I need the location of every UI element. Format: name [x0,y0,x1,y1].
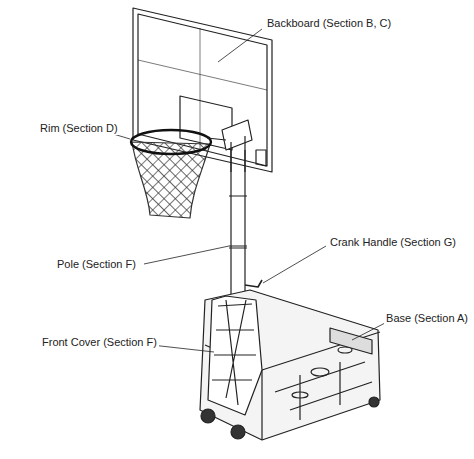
part-label: Backboard (Section B, C) [265,17,393,30]
crank-handle [245,280,262,287]
leader-line [218,29,262,62]
part-label: Base (Section A) [384,312,470,325]
pole [231,150,245,300]
part-label: Front Cover (Section F) [40,336,159,349]
part-label: Crank Handle (Section G) [328,236,458,249]
leader-line [352,322,387,340]
part-label: Pole (Section F) [55,258,138,271]
front-cover [208,296,262,415]
leader-line [144,246,229,264]
base [200,290,380,440]
rim [131,130,211,154]
part-label: Rim (Section D) [38,122,120,135]
leader-line [263,246,326,283]
